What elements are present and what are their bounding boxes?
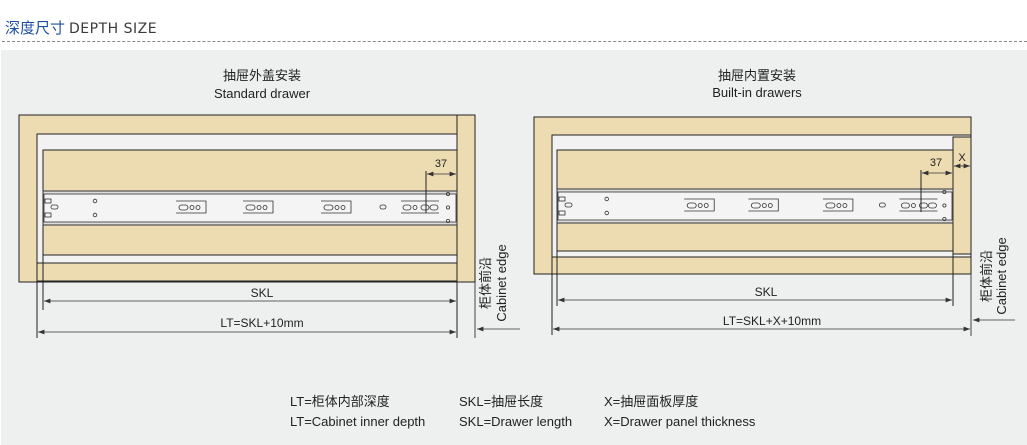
dim-x-label: X [958,152,966,164]
slide-hole [836,203,842,208]
slide-inner-rail [557,191,953,221]
legend-x: X=抽屉面板厚度 X=Drawer panel thickness [604,392,755,432]
legend-lt-en: LT=Cabinet inner depth [290,414,426,429]
slide-hole [445,191,450,196]
legend-skl-cn: SKL=抽屉长度 [459,394,544,409]
cabinet-bottom [551,256,972,275]
legend-x-cn: X=抽屉面板厚度 [604,394,699,409]
cabinet-bottom [36,262,458,282]
slide-hole [697,203,703,208]
legend-skl-en: SKL=Drawer length [459,414,573,429]
slide-hole [942,189,947,194]
slide-hole [340,205,346,210]
slide-hole [761,203,767,208]
slide-hole [256,205,262,210]
slide-hole [334,205,340,210]
standard-title-cn: 抽屉外盖安装 [223,68,301,83]
slide-hole [942,216,947,221]
slide-bracket [899,198,938,212]
slide-slot [50,204,59,210]
builtin-drawer-diagram: 抽屉内置安装 Built-in drawers 37 X SKL LT=SKL+… [533,68,1015,336]
cabinet-edge-en: Cabinet edge [994,237,1009,314]
slide-hole [92,198,98,204]
slide-hole [92,212,98,218]
skl-label: SKL [251,286,274,300]
slide-slot [178,204,189,211]
slide-slot [420,204,430,211]
slide-slot [928,202,937,209]
slide-hole [703,203,709,208]
slide-hole [842,203,848,208]
drawer-front-panel [456,114,476,283]
slide-hole [189,205,195,210]
standard-title-en: Standard drawer [214,86,311,101]
slide-bracket [321,200,352,214]
cabinet-edge-en: Cabinet edge [494,244,509,321]
slide-bracket [176,200,207,214]
builtin-title-en: Built-in drawers [712,85,802,100]
slide-stop-tab [44,198,52,204]
slide-slot [402,204,412,211]
slide-hole [412,205,418,210]
lt-label: LT=SKL+X+10mm [723,314,821,328]
slide-slot [750,202,761,209]
slide-slot [564,202,573,208]
slide-slot [919,202,928,209]
section-title-cn: 深度尺寸 [5,20,66,37]
slide-stop-tab [558,210,566,216]
slide-slot [245,204,256,211]
slide-hole [942,203,947,208]
lt-label: LT=SKL+10mm [220,316,303,330]
legend-x-en: X=Drawer panel thickness [604,414,756,429]
slide-bracket [243,200,274,214]
slide-hole [767,203,773,208]
drawer-slide [42,190,458,226]
cabinet-edge-cn: 柜体前沿 [979,250,994,302]
slide-stop-tab [558,196,566,202]
slide-slot [901,202,910,209]
slide-slot [323,204,334,211]
slide-bracket [401,200,439,214]
dim-37-label: 37 [435,158,447,170]
slide-slot [379,204,387,210]
slide-inner-rail [43,193,457,223]
slide-hole [445,205,450,210]
slide-slot [825,202,836,209]
legend-skl: SKL=抽屉长度 SKL=Drawer length [459,392,572,432]
slide-slot [686,202,697,209]
slide-slot [878,202,886,208]
dashed-divider [2,41,1027,42]
slide-hole [911,203,916,208]
slide-hole [604,196,609,202]
slide-hole [195,205,201,210]
standard-drawer-diagram: 抽屉外盖安装 Standard drawer 37 SKL LT=SKL+10m… [18,68,520,338]
skl-label: SKL [755,285,778,299]
section-title-en: DEPTH SIZE [69,21,158,37]
slide-bracket [822,198,854,212]
slide-stop-tab [44,212,52,218]
slide-hole [604,210,609,216]
drawer-slide [556,188,954,224]
slide-bracket [748,198,779,212]
slide-hole [445,218,450,223]
slide-hole [262,205,268,210]
slide-slot [429,204,439,211]
legend-lt: LT=柜体内部深度 LT=Cabinet inner depth [290,392,425,432]
legend-lt-cn: LT=柜体内部深度 [290,394,390,409]
builtin-title-cn: 抽屉内置安装 [718,68,796,83]
slide-bracket [684,198,715,212]
cabinet-edge-cn: 柜体前沿 [478,257,493,309]
dim-37-label: 37 [930,157,942,169]
